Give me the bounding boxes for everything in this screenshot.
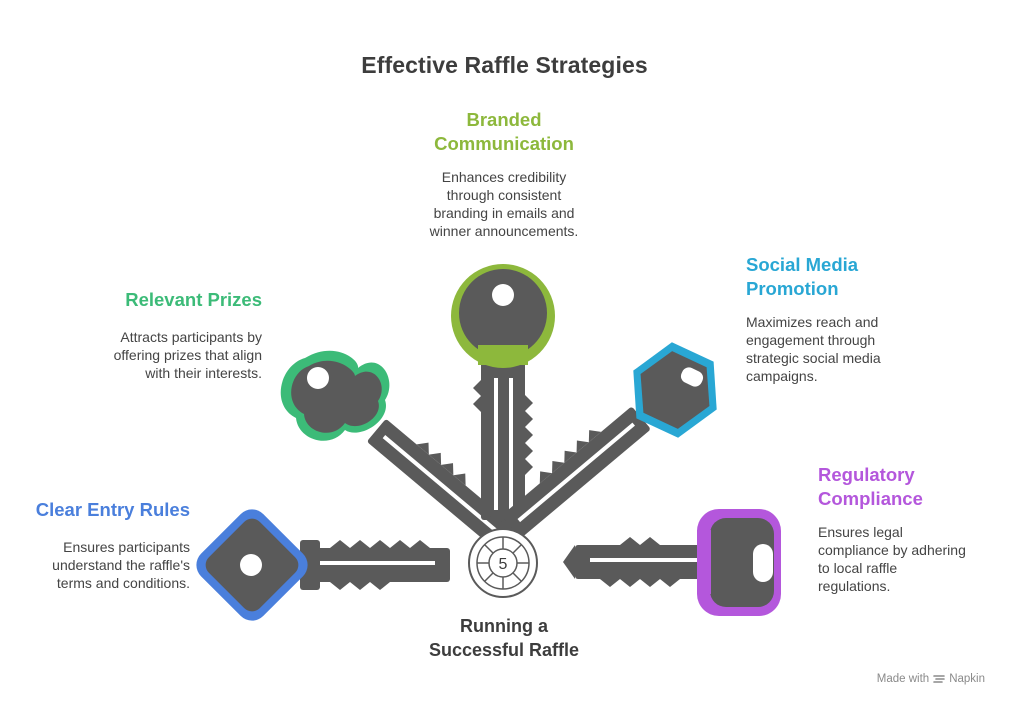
key-branded-communication [451, 264, 555, 522]
branded-communication-desc: Enhances credibility through consistent … [429, 169, 579, 239]
made-with-napkin[interactable]: Made with Napkin [877, 673, 985, 685]
key-hole-icon [753, 544, 773, 582]
center-label: Running a Successful Raffle [428, 616, 580, 660]
key-hole-icon [307, 367, 329, 389]
social-media-promotion-desc: Maximizes reach and engagement through s… [746, 314, 881, 384]
key-hole-icon [240, 554, 262, 576]
page-title: Effective Raffle Strategies [361, 52, 648, 78]
made-with-label: Made with [876, 673, 930, 685]
key-social-media-promotion [502, 342, 717, 538]
key-hole-icon [680, 367, 704, 387]
napkin-brand: Napkin [949, 673, 985, 685]
key-relevant-prizes [280, 350, 515, 550]
relevant-prizes-title: Relevant Prizes [125, 289, 262, 310]
branded-communication-title: Branded Communication [434, 109, 574, 154]
social-media-promotion-title: Social Media Promotion [746, 254, 859, 299]
key-clear-entry-rules [196, 509, 450, 621]
center-coin-number: 5 [499, 556, 508, 573]
center-coin-icon: 5 [468, 528, 538, 598]
regulatory-compliance-desc: Ensures legal compliance by adhering to … [818, 524, 966, 594]
relevant-prizes-desc: Attracts participants by offering prizes… [113, 329, 262, 381]
key-hole-icon [492, 284, 514, 306]
napkin-logo-icon [933, 675, 945, 683]
clear-entry-rules-desc: Ensures participants understand the raff… [52, 539, 190, 591]
clear-entry-rules-title: Clear Entry Rules [35, 499, 190, 520]
regulatory-compliance-title: Regulatory Compliance [818, 464, 923, 509]
key-regulatory-compliance [563, 509, 781, 616]
